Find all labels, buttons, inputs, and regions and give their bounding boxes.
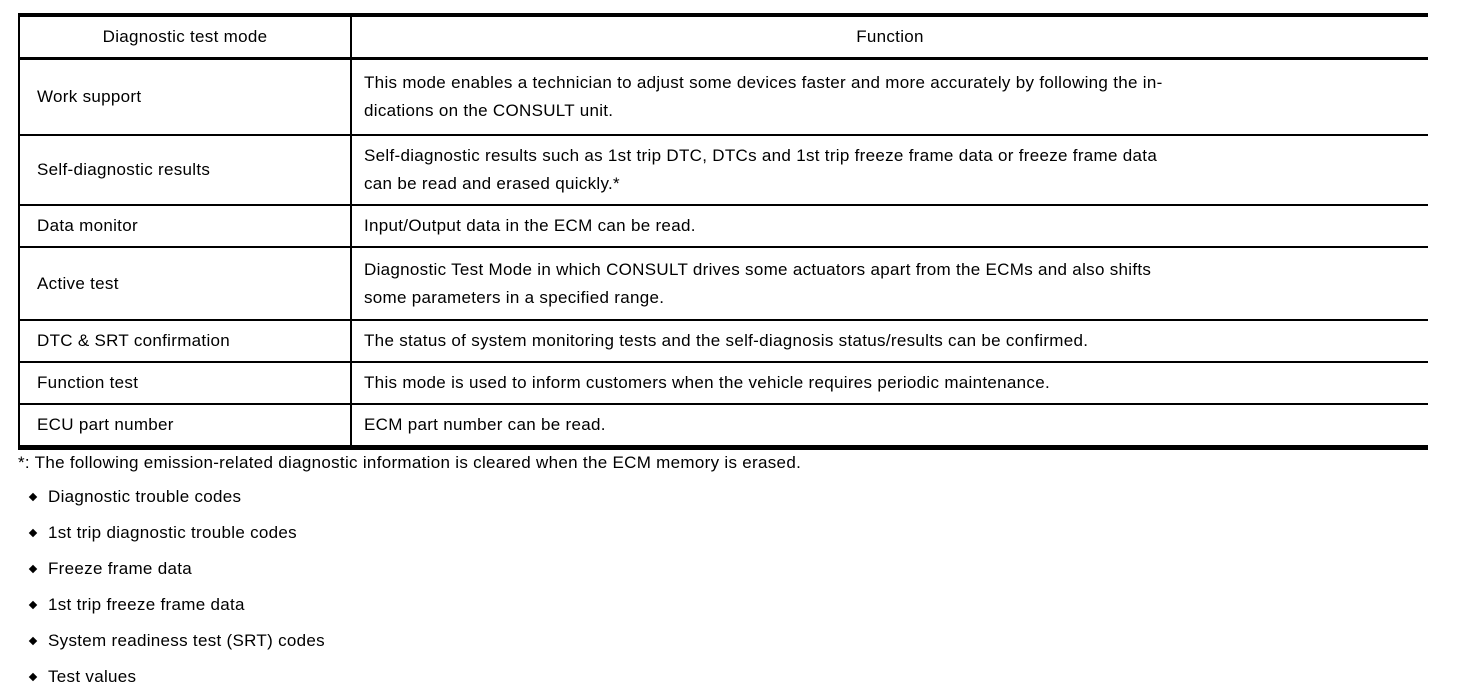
cell-mode-active-test: Active test xyxy=(37,273,119,293)
cell-function-active-test: Diagnostic Test Mode in which CONSULT dr… xyxy=(350,248,1428,319)
cell-mode-work-support: Work support xyxy=(37,87,142,106)
bullet-icon xyxy=(28,492,38,502)
bullet-icon xyxy=(28,528,38,538)
table-row: Self-diagnostic results Self-diagnostic … xyxy=(20,134,1428,204)
table-row: Data monitor Input/Output data in the EC… xyxy=(20,204,1428,246)
bullet-list: Diagnostic trouble codes 1st trip diagno… xyxy=(28,486,325,688)
list-item-label: 1st trip diagnostic trouble codes xyxy=(48,523,297,542)
cell-function-function-test: This mode is used to inform customers wh… xyxy=(350,363,1428,403)
table-row: ECU part number ECM part number can be r… xyxy=(20,403,1428,445)
cell-function-work-support: This mode enables a technician to adjust… xyxy=(350,60,1428,134)
list-item-label: System readiness test (SRT) codes xyxy=(48,631,325,650)
cell-mode-ecu-part-number: ECU part number xyxy=(37,415,174,434)
list-item: Freeze frame data xyxy=(28,558,325,580)
list-item-label: 1st trip freeze frame data xyxy=(48,595,245,614)
list-item: System readiness test (SRT) codes xyxy=(28,630,325,652)
list-item-label: Test values xyxy=(48,667,137,686)
bullet-icon xyxy=(28,636,38,646)
diagnostic-test-mode-table: Diagnostic test mode Function Work suppo… xyxy=(18,13,1428,450)
list-item: 1st trip diagnostic trouble codes xyxy=(28,522,325,544)
table-row: Active test Diagnostic Test Mode in whic… xyxy=(20,246,1428,319)
cell-mode-data-monitor: Data monitor xyxy=(37,216,138,235)
table-footnote: *: The following emission-related diagno… xyxy=(18,453,802,472)
list-item-label: Freeze frame data xyxy=(48,559,192,578)
bullet-icon xyxy=(28,672,38,682)
bullet-icon xyxy=(28,564,38,574)
cell-function-ecu-part-number: ECM part number can be read. xyxy=(350,405,1428,445)
cell-mode-dtc-srt-confirmation: DTC & SRT confirmation xyxy=(37,331,231,350)
cell-mode-self-diagnostic-results: Self-diagnostic results xyxy=(37,160,211,179)
cell-function-data-monitor: Input/Output data in the ECM can be read… xyxy=(350,206,1428,246)
table-header-mode: Diagnostic test mode xyxy=(102,27,268,46)
list-item: Test values xyxy=(28,666,325,688)
cell-mode-function-test: Function test xyxy=(37,373,139,392)
table-header-function: Function xyxy=(350,17,1428,57)
cell-function-dtc-srt-confirmation: The status of system monitoring tests an… xyxy=(350,321,1428,361)
table-row: Function test This mode is used to infor… xyxy=(20,361,1428,403)
table-row: Work support This mode enables a technic… xyxy=(20,60,1428,134)
table-header-row: Diagnostic test mode Function xyxy=(20,17,1428,60)
list-item-label: Diagnostic trouble codes xyxy=(48,487,242,506)
list-item: 1st trip freeze frame data xyxy=(28,594,325,616)
bullet-icon xyxy=(28,600,38,610)
list-item: Diagnostic trouble codes xyxy=(28,486,325,508)
cell-function-self-diagnostic-results: Self-diagnostic results such as 1st trip… xyxy=(350,136,1428,204)
table-row: DTC & SRT confirmation The status of sys… xyxy=(20,319,1428,361)
